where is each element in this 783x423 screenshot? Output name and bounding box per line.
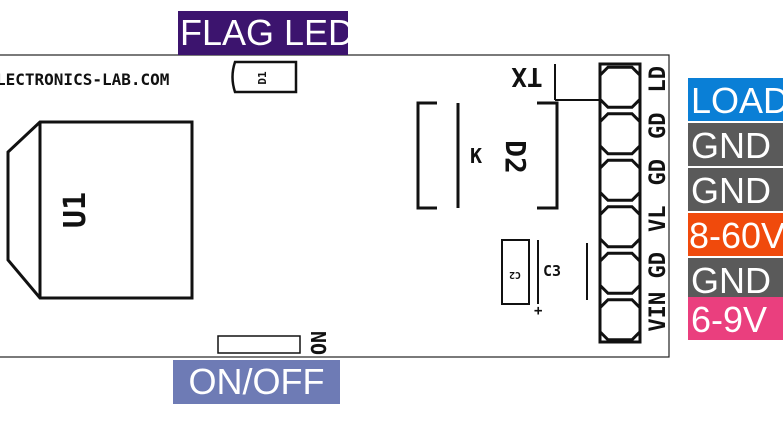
pin-label-vl: VL [646, 206, 671, 233]
d1-footprint: D1 [231, 60, 298, 94]
website-label: LECTRONICS-LAB.COM [0, 70, 169, 89]
pin-pad [598, 205, 642, 249]
c2-plus-label: + [534, 303, 542, 319]
switch-on-label: ON [307, 331, 331, 355]
on-off-label: ON/OFF [173, 360, 340, 404]
pin-label-ld: LD [646, 66, 671, 93]
pin-label-gd: GD [646, 113, 671, 140]
tx-label: TX [511, 61, 543, 91]
d1-label: D1 [256, 71, 269, 85]
u1-label: U1 [58, 192, 93, 228]
c3-label: C3 [543, 262, 561, 280]
pin-pad [598, 251, 642, 295]
pin-pad [598, 158, 642, 202]
pin-pad [598, 65, 642, 109]
flag-led-label: FLAG LED [178, 11, 348, 55]
d2-k-label: K [470, 144, 482, 168]
c2-c3-footprint [501, 239, 588, 305]
voltage-6-9v-label: 6-9V [688, 297, 783, 340]
pin-label-gd: GD [646, 252, 671, 279]
pin-pad [598, 298, 642, 342]
gnd-label-1: GND [688, 123, 783, 166]
voltage-8-60v-label: 8-60V [688, 213, 783, 256]
pin-label-gd: GD [646, 159, 671, 186]
c2-label: C2 [509, 269, 521, 280]
pin-pads [598, 65, 642, 342]
pin-pad [598, 112, 642, 156]
switch-footprint [217, 335, 301, 354]
pin-header [598, 62, 642, 344]
gnd-label-2: GND [688, 168, 783, 211]
u1-footprint: U1 [6, 120, 194, 300]
d2-label: D2 [499, 140, 532, 174]
gnd-label-3: GND [688, 258, 783, 301]
pin-label-vin: VIN [646, 292, 671, 332]
d2-footprint [416, 101, 559, 210]
load-label: LOAD [688, 78, 783, 121]
pin-label-group: LD GD GD VL GD VIN [646, 66, 671, 332]
